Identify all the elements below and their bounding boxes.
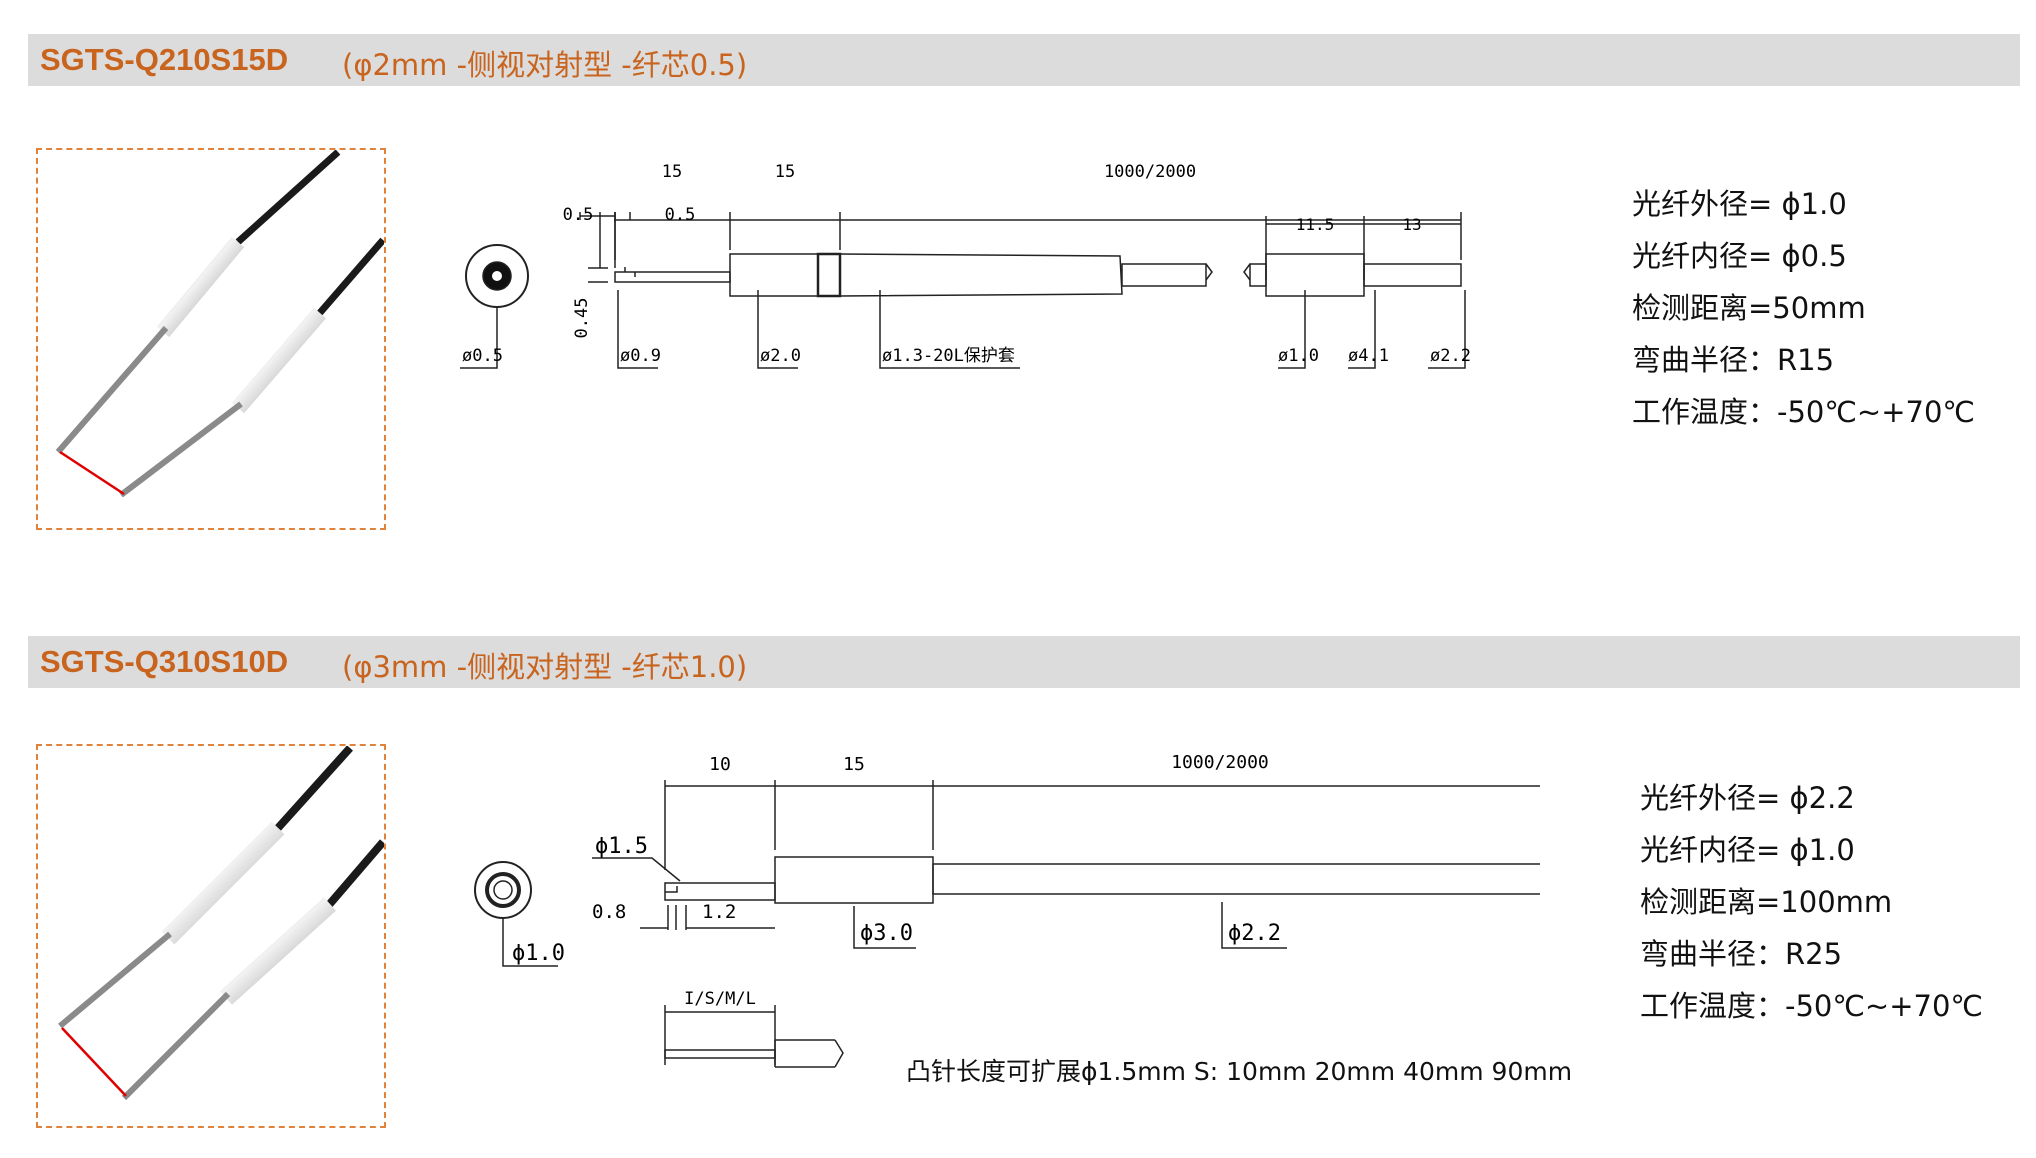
dim-label: ø1.3-20L保护套: [882, 346, 1015, 366]
dim-label: 11.5: [1296, 215, 1335, 234]
product-description-1: (φ2mm -侧视对射型 -纤芯0.5): [342, 48, 748, 82]
product-photo-1: [36, 148, 386, 530]
dim-label: 0.8: [592, 901, 626, 923]
dim-label: 1000/2000: [1104, 162, 1196, 182]
spec-item: 工作温度：-50℃~+70℃: [1640, 989, 1984, 1023]
product-description-2: (φ3mm -侧视对射型 -纤芯1.0): [342, 650, 748, 684]
dim-label: ø1.0: [1278, 346, 1319, 366]
spec-list-2: 光纤外径= ϕ2.2 光纤内径= ϕ1.0 检测距离=100mm 弯曲半径：R2…: [1640, 772, 1983, 1032]
dimension-drawing-2: 10 15 1000/2000 ϕ1.5 0.8 1.2 ϕ1.0 ϕ3.0 ϕ…: [474, 752, 1540, 1068]
dim-label: ø4.1: [1348, 346, 1389, 366]
dim-label: ϕ1.5: [595, 834, 648, 859]
product-header-2: SGTS-Q310S10D (φ3mm -侧视对射型 -纤芯1.0): [28, 636, 2020, 688]
product-model-2: SGTS-Q310S10D: [40, 644, 289, 679]
spec-item: 检测距离=100mm: [1640, 885, 1893, 919]
spec-item: 光纤外径= ϕ1.0: [1632, 187, 1847, 221]
dim-label: 1.2: [702, 901, 736, 923]
spec-item: 检测距离=50mm: [1632, 291, 1866, 325]
dim-label: ø0.9: [620, 346, 661, 366]
product-header-1: SGTS-Q210S15D (φ2mm -侧视对射型 -纤芯0.5): [28, 34, 2020, 86]
spec-list-1: 光纤外径= ϕ1.0 光纤内径= ϕ0.5 检测距离=50mm 弯曲半径：R15…: [1632, 178, 1975, 438]
spec-item: 弯曲半径：R25: [1640, 937, 1843, 971]
dim-label: 1000/2000: [1171, 752, 1269, 773]
spec-item: 工作温度：-50℃~+70℃: [1632, 395, 1976, 429]
dim-label: 15: [775, 162, 795, 182]
dim-label: 0.5: [563, 205, 594, 225]
dim-label: 0.5: [665, 205, 696, 225]
extension-note: 凸针长度可扩展ϕ1.5mm S: 10mm 20mm 40mm 90mm: [906, 1057, 1573, 1086]
dim-label: ø2.2: [1430, 346, 1471, 366]
spec-item: 光纤外径= ϕ2.2: [1640, 781, 1855, 815]
dim-label: ϕ1.0: [512, 941, 565, 966]
dim-label: 15: [662, 162, 682, 182]
dim-label: 10: [709, 754, 731, 775]
spec-item: 光纤内径= ϕ0.5: [1632, 239, 1847, 273]
product-photo-2: [36, 744, 387, 1128]
dimension-drawing-1: 15 15 1000/2000 0.5 0.5 0.45 11.5 13 ø0.…: [460, 162, 1471, 369]
spec-item: 光纤内径= ϕ1.0: [1640, 833, 1855, 867]
dim-label: ϕ3.0: [860, 921, 913, 946]
dim-label: ø0.5: [462, 346, 503, 366]
dim-label: ø2.0: [760, 346, 801, 366]
dim-label: 15: [843, 754, 865, 775]
dim-label: I/S/M/L: [684, 989, 756, 1009]
spec-item: 弯曲半径：R15: [1632, 343, 1835, 377]
dim-label: 0.45: [572, 298, 592, 339]
dim-label: 13: [1402, 215, 1421, 234]
dim-label: ϕ2.2: [1228, 921, 1281, 946]
product-model-1: SGTS-Q210S15D: [40, 42, 289, 77]
